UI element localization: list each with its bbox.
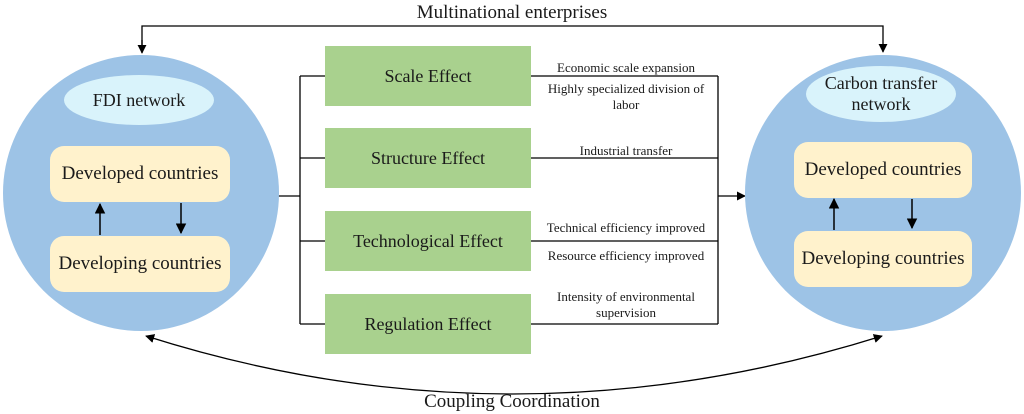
regulation-effect-box: Regulation Effect bbox=[325, 294, 531, 354]
note-resource-efficiency: Resource efficiency improved bbox=[547, 248, 705, 263]
note-specialized-division-of-labor: Highly specialized division of labor bbox=[547, 81, 705, 112]
coupling-arc bbox=[145, 334, 883, 395]
top-connector bbox=[141, 25, 888, 53]
structure-effect-box: Structure Effect bbox=[325, 128, 531, 188]
fdi-network-title: FDI network bbox=[64, 75, 214, 125]
technological-effect-box: Technological Effect bbox=[325, 211, 531, 271]
note-industrial-transfer: Industrial transfer bbox=[579, 143, 673, 158]
fdi-developed-countries: Developed countries bbox=[50, 146, 230, 202]
scale-effect-box: Scale Effect bbox=[325, 46, 531, 106]
carbon-developed-countries: Developed countries bbox=[794, 142, 972, 198]
multinational-enterprises-label: Multinational enterprises bbox=[416, 2, 608, 23]
note-technical-efficiency: Technical efficiency improved bbox=[546, 220, 706, 235]
fdi-developing-countries: Developing countries bbox=[50, 236, 230, 292]
note-economic-scale-expansion: Economic scale expansion bbox=[557, 60, 695, 75]
coupling-coordination-label: Coupling Coordination bbox=[424, 391, 600, 412]
note-environmental-supervision: Intensity of environmental supervision bbox=[557, 289, 695, 320]
carbon-developing-countries: Developing countries bbox=[794, 231, 972, 287]
carbon-transfer-network-title: Carbon transfer network bbox=[806, 66, 956, 122]
